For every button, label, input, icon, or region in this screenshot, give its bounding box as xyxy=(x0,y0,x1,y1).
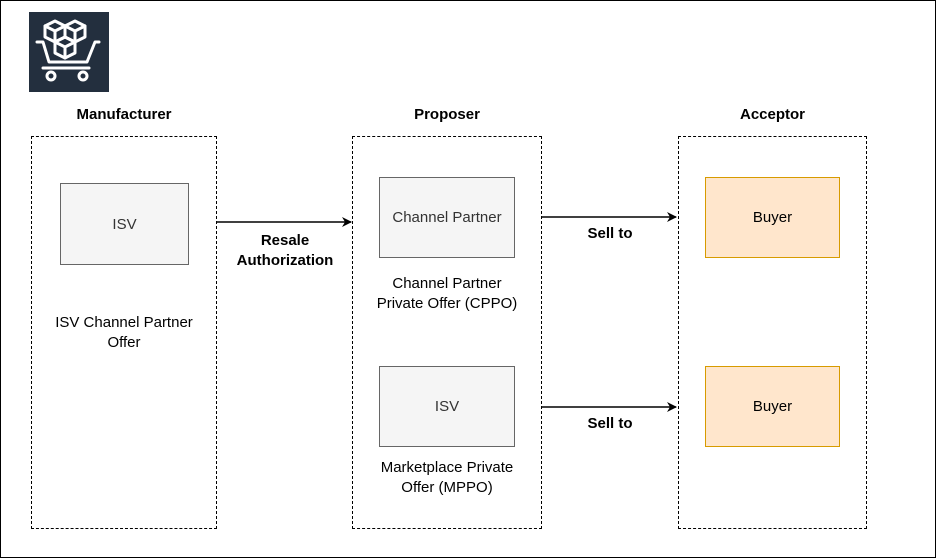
sell-to-label-2: Sell to xyxy=(587,415,633,432)
mppo-caption: Marketplace Private Offer (MPPO) xyxy=(352,458,542,498)
caption-line: Channel Partner xyxy=(392,275,502,292)
isv-manufacturer-node: ISV xyxy=(60,183,189,265)
edge-label-line: Authorization xyxy=(236,252,334,269)
caption-line: Offer xyxy=(107,334,141,351)
manufacturer-lane xyxy=(31,136,217,529)
edge-label-line: Resale xyxy=(260,232,310,249)
channel-partner-node: Channel Partner xyxy=(379,177,515,258)
cart-cubes-glyph xyxy=(35,19,101,82)
column-title-manufacturer: Manufacturer xyxy=(76,106,172,123)
sell-to-label-1: Sell to xyxy=(587,225,633,242)
caption-line: ISV Channel Partner xyxy=(55,314,193,331)
marketplace-cart-icon xyxy=(29,12,109,92)
isv-proposer-node: ISV xyxy=(379,366,515,447)
acceptor-lane xyxy=(678,136,867,529)
buyer-node-2: Buyer xyxy=(705,366,840,447)
proposer-lane xyxy=(352,136,542,529)
column-title-proposer: Proposer xyxy=(414,106,480,123)
column-title-acceptor: Acceptor xyxy=(739,106,806,123)
resale-authorization-label: Resale Authorization xyxy=(226,231,344,271)
caption-line: Private Offer (CPPO) xyxy=(376,295,518,312)
caption-line: Marketplace Private xyxy=(380,459,514,476)
buyer-node-1: Buyer xyxy=(705,177,840,258)
isv-channel-partner-offer-caption: ISV Channel Partner Offer xyxy=(31,313,217,353)
caption-line: Offer (MPPO) xyxy=(401,479,493,496)
cppo-caption: Channel Partner Private Offer (CPPO) xyxy=(352,274,542,314)
